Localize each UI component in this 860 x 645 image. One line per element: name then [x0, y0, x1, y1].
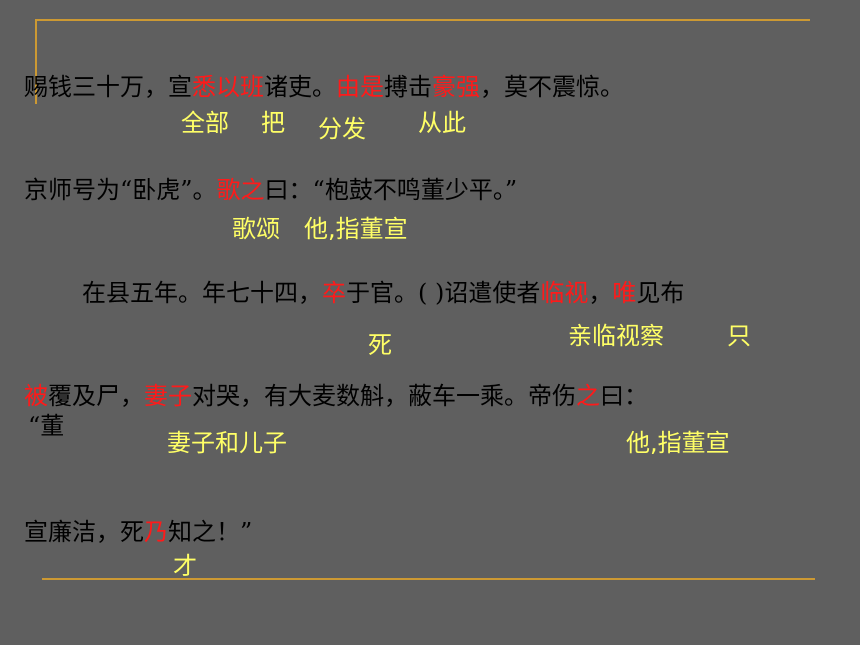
text-segment: 知之！” [168, 518, 253, 546]
text-segment: 曰：“枹鼓不鸣董少平。” [264, 176, 518, 204]
text-line-4-continuation: “董 [28, 412, 65, 440]
highlight-term: 被 [24, 382, 48, 410]
text-segment: ，莫不震惊。 [480, 73, 624, 101]
annotation-qizi-erzi: 妻子和儿子 [167, 429, 287, 457]
text-segment: 对哭，有大麦数斛，蔽车一乘。帝伤 [192, 382, 576, 410]
annotation-zhi: 只 [727, 322, 751, 350]
text-segment: 赐钱三十万，宣 [24, 73, 192, 101]
decorative-bottom-rule [42, 578, 815, 580]
highlight-term: 豪强 [432, 73, 480, 101]
text-segment: 诸吏。 [264, 73, 336, 101]
text-line-2: 京师号为“卧虎”。歌之曰：“枹鼓不鸣董少平。” [24, 176, 517, 204]
text-segment: 见布 [636, 279, 685, 307]
decorative-left-rule [35, 19, 37, 104]
text-line-1: 赐钱三十万，宣悉以班诸吏。由是搏击豪强，莫不震惊。 [24, 73, 624, 101]
annotation-congci: 从此 [418, 109, 466, 137]
text-segment: 曰： [600, 382, 648, 410]
annotation-quanbu: 全部 [181, 109, 229, 137]
highlight-term: 之 [576, 382, 600, 410]
annotation-cai: 才 [173, 552, 197, 580]
text-line-5: 宣廉洁，死乃知之！” [24, 518, 252, 546]
text-segment: 京师号为“卧虎”。 [24, 176, 217, 204]
text-segment: 宣廉洁，死 [24, 518, 144, 546]
highlight-term: 卒 [322, 279, 346, 307]
highlight-term: 歌之 [216, 176, 265, 204]
text-segment: 于官。( )诏遣使者 [346, 279, 541, 307]
highlight-term: 临视 [540, 279, 589, 307]
annotation-qinlin-shicha: 亲临视察 [568, 322, 664, 350]
annotation-si: 死 [368, 331, 392, 359]
highlight-term: 由是 [336, 73, 384, 101]
highlight-term: 悉以班 [192, 73, 264, 101]
annotation-gesong: 歌颂 [232, 215, 280, 243]
text-line-3: 在县五年。年七十四，卒于官。( )诏遣使者临视，唯见布 [82, 279, 684, 307]
annotation-ta-dongxuan-2: 他,指董宣 [626, 429, 730, 457]
text-segment: 在县五年。年七十四， [82, 279, 322, 307]
text-segment: ， [588, 279, 613, 307]
annotation-ta-dongxuan: 他,指董宣 [304, 215, 408, 243]
highlight-term: 唯 [612, 279, 637, 307]
highlight-term: 乃 [144, 518, 168, 546]
decorative-top-rule [35, 19, 810, 21]
text-segment: 搏击 [384, 73, 432, 101]
annotation-fenfa: 分发 [318, 115, 366, 143]
text-segment: 覆及尸， [48, 382, 144, 410]
annotation-ba: 把 [261, 109, 285, 137]
highlight-term: 妻子 [144, 382, 192, 410]
text-line-4: 被覆及尸，妻子对哭，有大麦数斛，蔽车一乘。帝伤之曰： [24, 382, 648, 410]
